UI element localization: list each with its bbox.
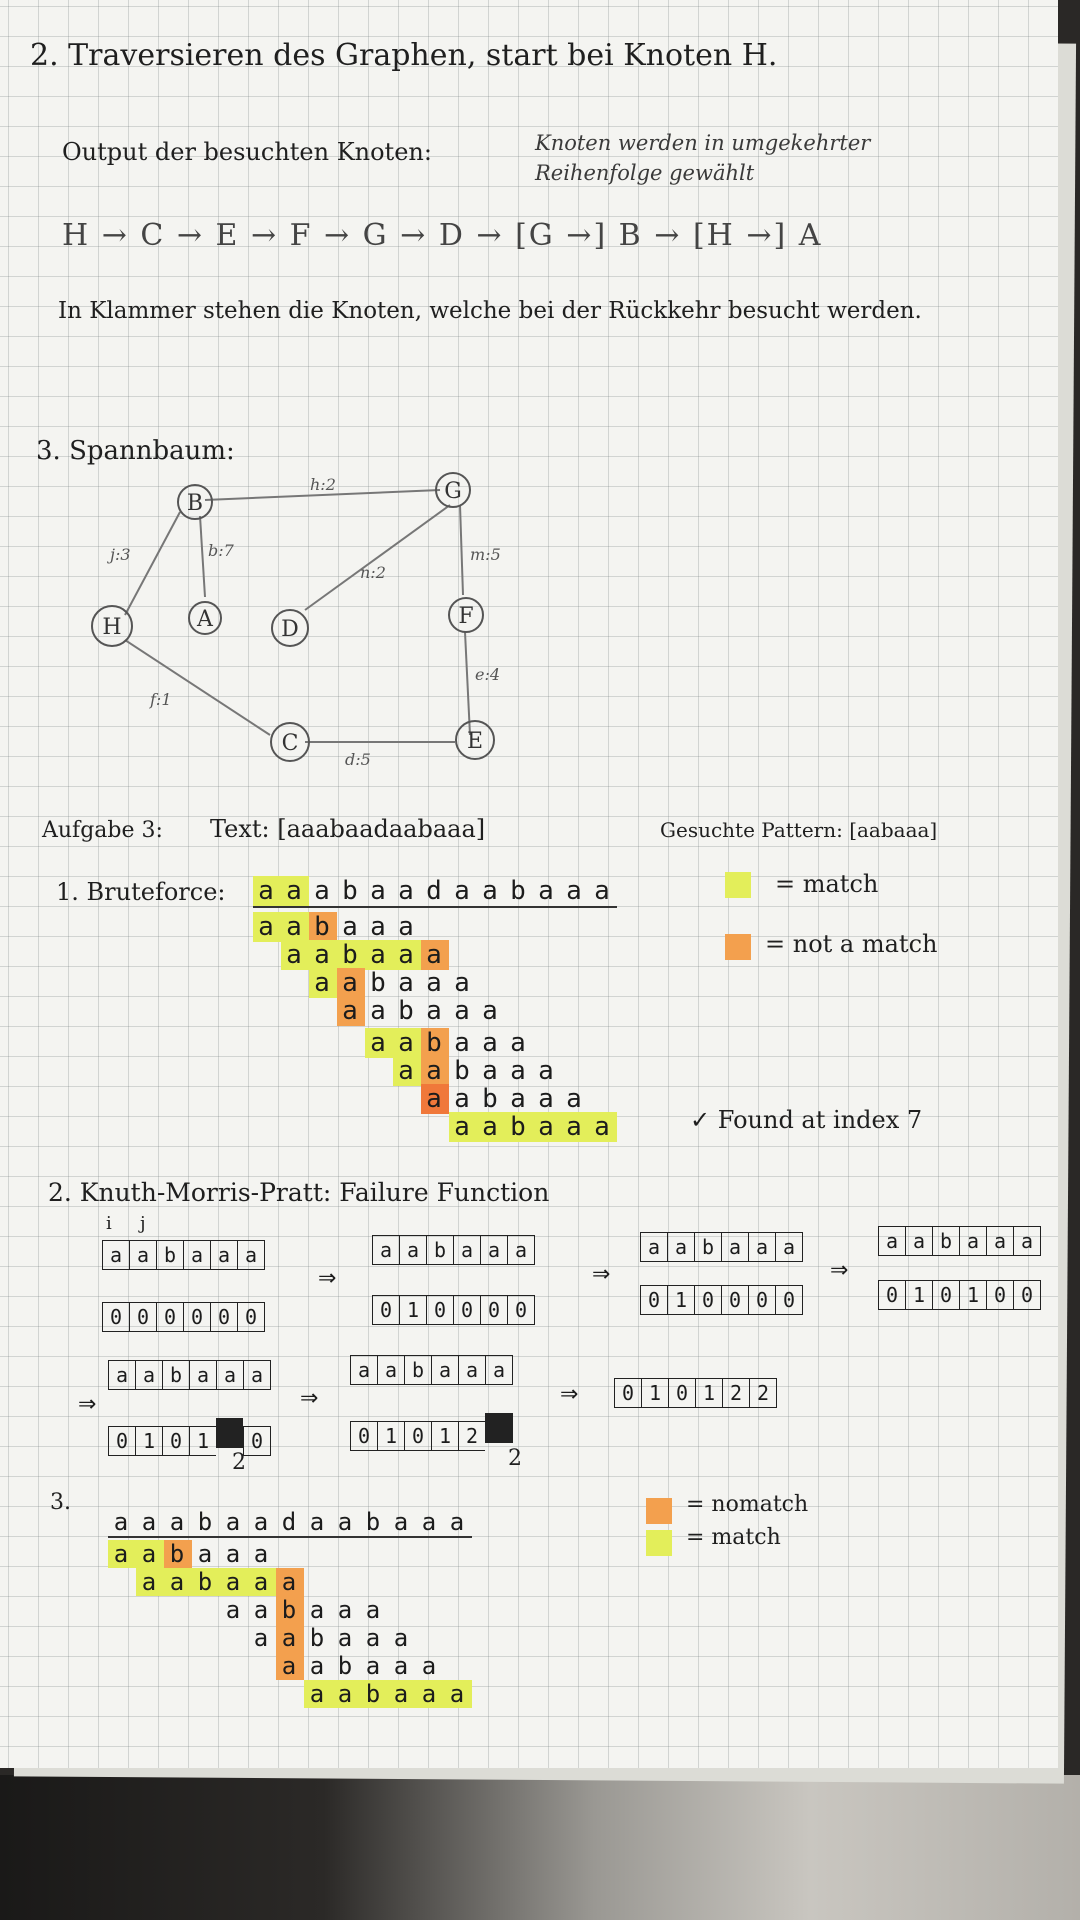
spanning-tree-diagram: B G H A D F C E h:2 j:3 b:7 m:5 n:2 e:4 … [91,472,501,769]
arrow-6: ⇒ [560,1382,579,1407]
node-c: C [282,731,299,756]
marker-two-2: 2 [508,1446,522,1471]
section2-output-label: Output der besuchten Knoten: [62,138,432,166]
legend-nomatch-label: = not a match [765,930,938,958]
section3-heading: 3. Spannbaum: [36,436,235,466]
section2-explanation: In Klammer stehen die Knoten, welche bei… [58,298,922,324]
label-d5: d:5 [345,750,371,769]
legend-nomatch-swatch [725,934,751,960]
edge-b-g [204,489,441,501]
node-f: F [458,604,473,629]
edge-g-f [459,504,464,596]
part3-label: 3. [50,1490,71,1515]
traversal-sequence: H → C → E → F → G → D → [G →] B → [H →] … [62,218,823,253]
section2-heading: 2. Traversieren des Graphen, start bei K… [30,38,778,73]
edge-b-a [199,515,206,598]
legend-match-swatch [725,872,751,898]
p3-legend-match-swatch [646,1530,672,1556]
node-e: E [467,729,483,754]
edge-h-c [124,639,271,736]
kmp-heading: 2. Knuth-Morris-Pratt: Failure Function [48,1178,550,1207]
node-h: H [102,615,121,640]
arrow-4: ⇒ [78,1392,97,1417]
label-f1: f:1 [149,690,172,709]
node-g: G [444,479,462,504]
bruteforce-label: 1. Bruteforce: [56,878,226,906]
arrow-3: ⇒ [830,1258,849,1283]
desk-background [0,1775,1080,1920]
arrow-1: ⇒ [318,1266,337,1291]
edge-b-h [124,511,181,616]
edge-f-e [464,631,471,736]
node-d: D [281,617,299,642]
arrow-2: ⇒ [592,1262,611,1287]
p3-legend-nomatch-swatch [646,1498,672,1524]
marker-two-1: 2 [232,1450,246,1475]
label-e4: e:4 [475,665,500,684]
edge-g-d [304,504,451,611]
p3-legend-match-label: = match [686,1525,781,1550]
node-b: B [187,491,203,516]
label-n2: n:2 [360,563,386,582]
aufgabe3-pattern-label: Gesuchte Pattern: [aabaaa] [660,818,938,842]
legend-match-label: = match [775,870,879,898]
found-note: ✓ Found at index 7 [690,1106,923,1134]
label-m5: m:5 [470,545,501,564]
p3-legend-nomatch-label: = nomatch [686,1492,809,1517]
label-b7: b:7 [208,541,235,560]
aufgabe3-title: Aufgabe 3: [42,818,163,843]
marker-j-1: j [140,1213,146,1234]
arrow-5: ⇒ [300,1386,319,1411]
aufgabe3-text-label: Text: [aaabaadaabaaa] [210,815,486,843]
node-a: A [196,607,214,632]
label-j3: j:3 [107,545,131,564]
marker-i-1: i [106,1213,112,1234]
label-h2: h:2 [310,475,336,494]
section2-note: Knoten werden in umgekehrter Reihenfolge… [535,131,871,185]
notebook-sheet: 2. Traversieren des Graphen, start bei K… [0,0,1058,1768]
